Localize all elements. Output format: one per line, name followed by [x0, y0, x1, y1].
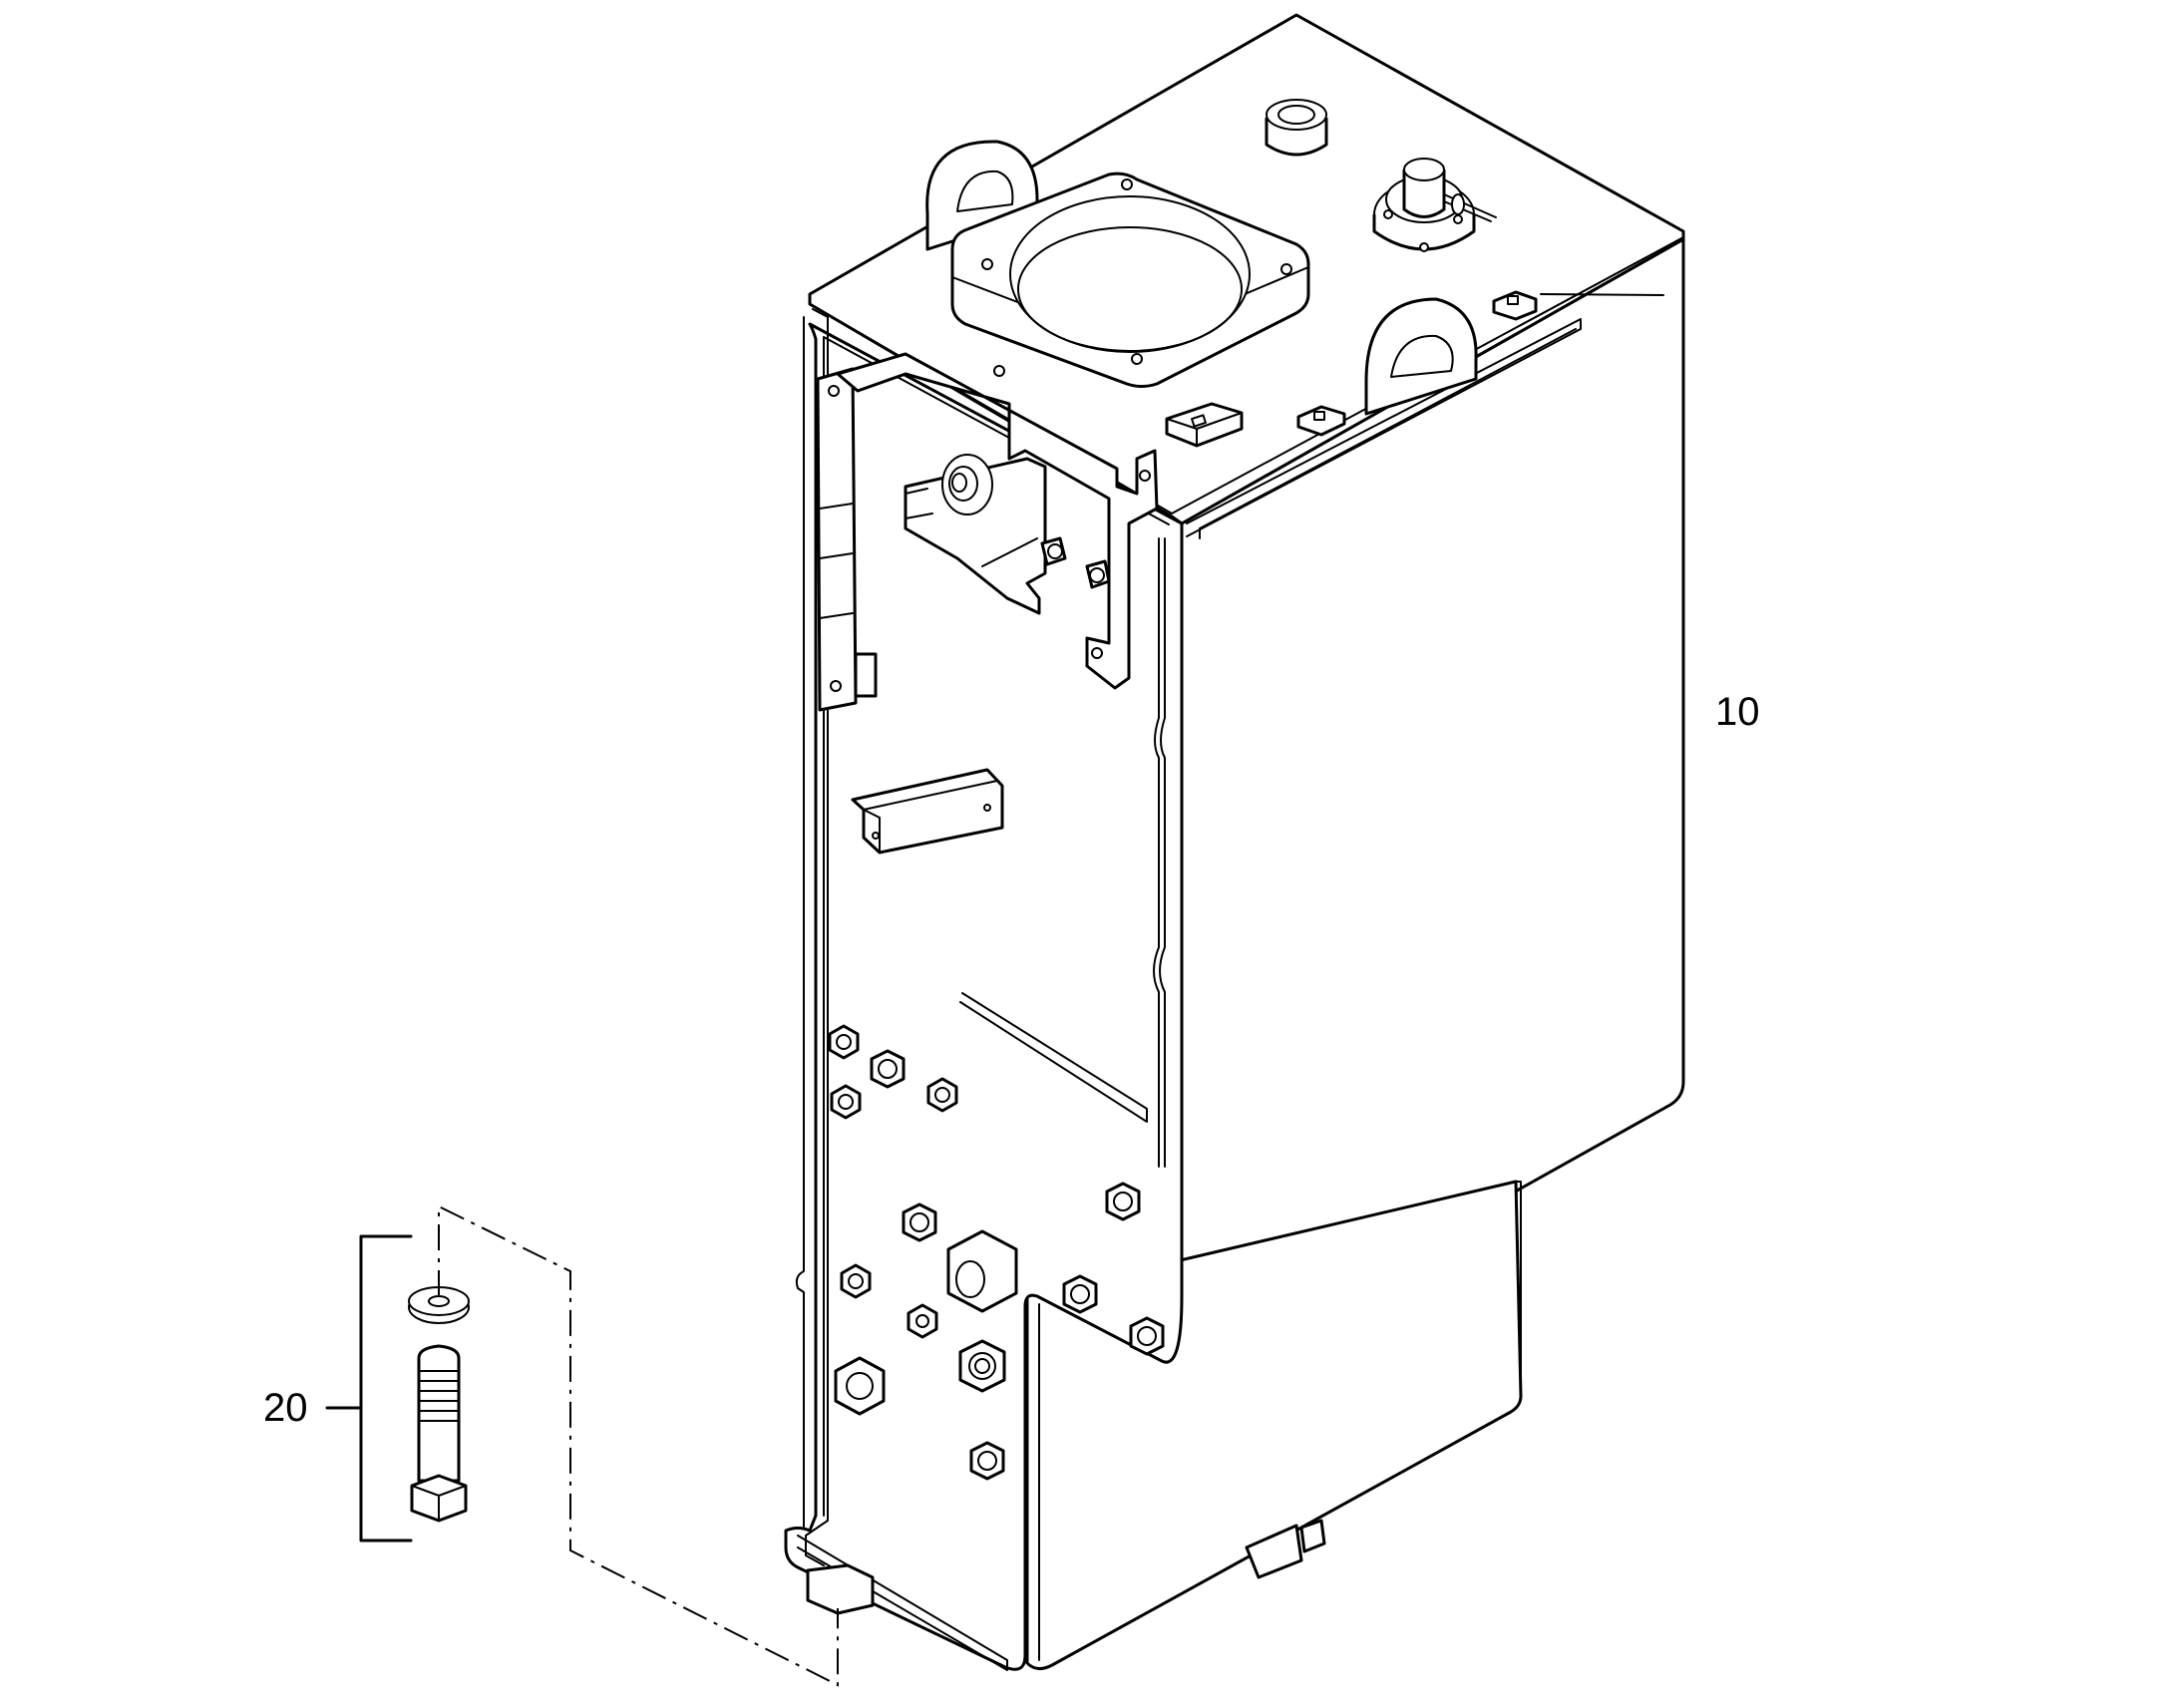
callout-bracket-20	[359, 1234, 413, 1542]
lifting-eye-right	[1364, 297, 1478, 416]
level-sender	[1372, 158, 1497, 252]
callout-label-20: 20	[263, 1386, 308, 1430]
breather-cap	[1265, 99, 1328, 157]
hydraulic-tank-icon[interactable]	[784, 13, 1685, 1671]
bolt-and-washer-icon[interactable]	[408, 1286, 470, 1523]
installation-path-line	[438, 1204, 839, 1687]
filler-flange	[950, 171, 1310, 388]
callout-label-10: 10	[1715, 690, 1760, 734]
fittings	[828, 1024, 1165, 1481]
